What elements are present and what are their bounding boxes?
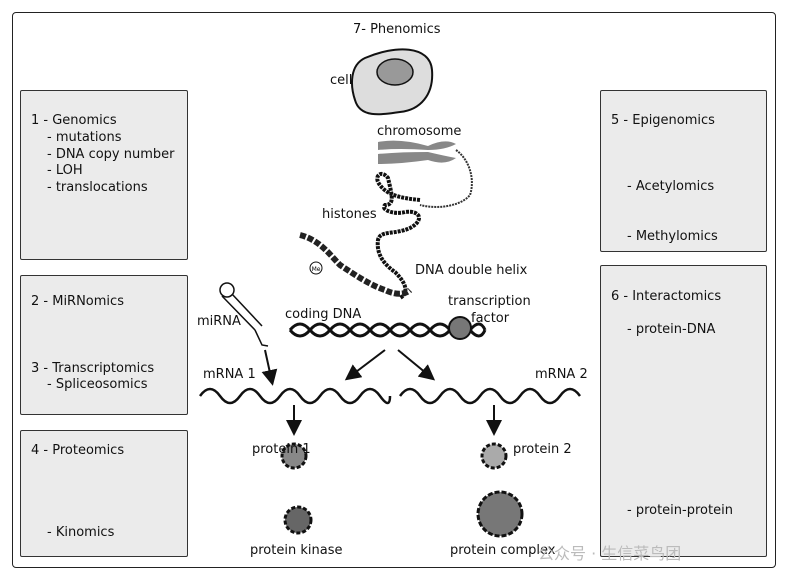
protein-complex-illustration <box>476 490 524 538</box>
genomics-item: - LOH <box>47 163 83 178</box>
protein1-illustration <box>280 442 308 470</box>
dna-helix-label: DNA double helix <box>415 263 528 278</box>
interactomics-item: - protein-DNA <box>627 322 716 337</box>
mrna2-label: mRNA 2 <box>535 367 588 382</box>
genomics-item: - translocations <box>47 180 148 195</box>
protein2-label: protein 2 <box>513 442 572 457</box>
protein-complex-label: protein complex <box>450 543 556 558</box>
genomics-item: - DNA copy number <box>47 147 175 162</box>
chromosome-label: chromosome <box>377 124 462 139</box>
histones-label: histones <box>322 207 377 222</box>
epigenomics-item: - Acetylomics <box>627 179 715 194</box>
transcription-factor-label-1: transcription <box>448 294 531 309</box>
methyl-label: Me <box>312 266 321 273</box>
mirnomics-transcriptomics-box <box>20 275 188 415</box>
dna-helix-illustration <box>299 232 413 297</box>
mirnomics-title: 2 - MiRNomics <box>31 294 124 309</box>
epigenomics-box <box>600 90 767 252</box>
mrna2-illustration <box>398 387 582 405</box>
protein2-illustration <box>480 442 508 470</box>
proteomics-title: 4 - Proteomics <box>31 443 125 458</box>
protein-kinase-illustration <box>283 505 313 535</box>
coding-dna-label: coding DNA <box>285 307 362 322</box>
epigenomics-item: - Methylomics <box>627 229 718 244</box>
mirna-illustration <box>219 282 269 347</box>
chromatin-illustration <box>375 171 421 300</box>
protein-kinase-label: protein kinase <box>250 543 343 558</box>
genomics-title: 1 - Genomics <box>31 113 117 128</box>
protein1-label: protein 1 <box>252 442 311 457</box>
chromosome-illustration <box>378 140 473 208</box>
genomics-box <box>20 90 188 260</box>
watermark: 公众号 · 生信菜鸟团 <box>538 544 682 563</box>
interactomics-box <box>600 265 767 557</box>
interactomics-title: 6 - Interactomics <box>611 289 722 304</box>
mrna1-illustration <box>198 387 392 405</box>
diagram-frame <box>12 12 776 568</box>
proteomics-box <box>20 430 188 557</box>
cell-label: cell <box>330 73 353 88</box>
phenomics-title: 7- Phenomics <box>353 22 441 37</box>
mirna-label: miRNA <box>197 314 241 329</box>
nucleus <box>376 58 414 86</box>
transcriptomics-title: 3 - Transcriptomics <box>31 361 155 376</box>
transcription-factor-label-2: factor <box>471 311 510 326</box>
transcription-factor-illustration <box>448 316 472 340</box>
epigenomics-title: 5 - Epigenomics <box>611 113 715 128</box>
transcriptomics-item: - Spliceosomics <box>47 377 148 392</box>
interactomics-item: - protein-protein <box>627 503 733 518</box>
mrna1-label: mRNA 1 <box>203 367 256 382</box>
proteomics-item: - Kinomics <box>47 525 115 540</box>
genomics-item: - mutations <box>47 130 122 145</box>
